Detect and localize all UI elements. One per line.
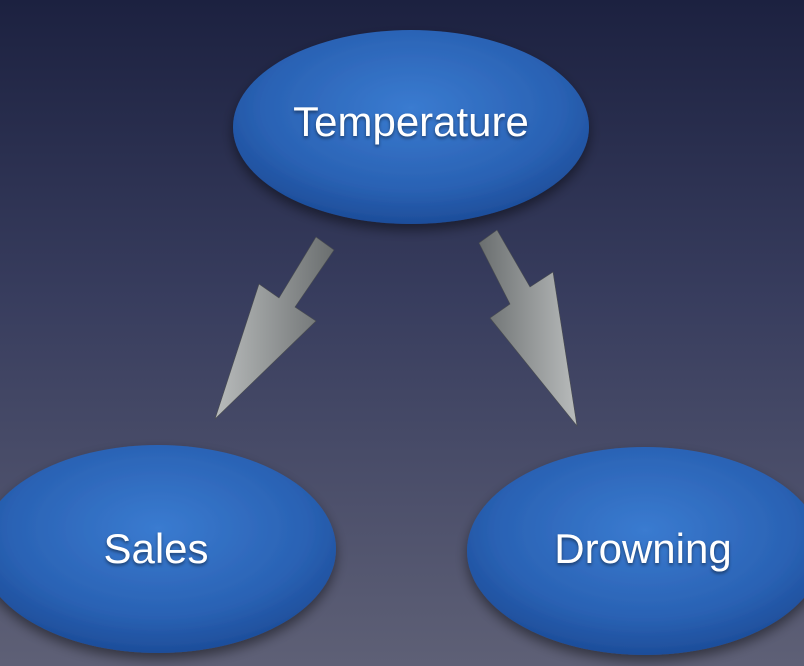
node-temperature [233,30,589,224]
arrow-temperature-to-drowning [478,229,578,428]
node-sales [0,445,336,653]
node-drowning [467,447,804,655]
arrow-temperature-to-sales [214,236,335,420]
